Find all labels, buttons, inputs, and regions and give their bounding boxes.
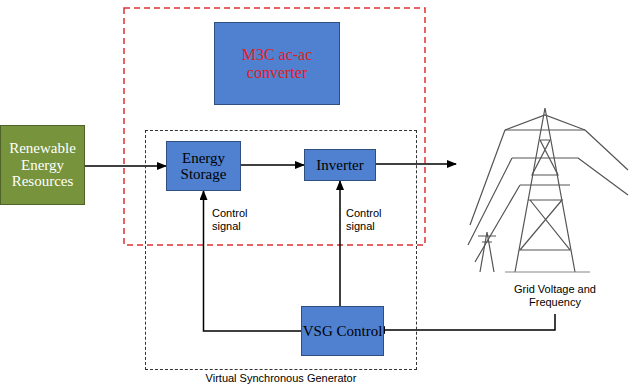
group-title: Virtual Synchronous Generator [146, 372, 416, 384]
box-label: Renewable Energy Resources [1, 140, 84, 190]
feedback-arrow [376, 314, 555, 330]
source-box: Renewable Energy Resources [0, 125, 85, 205]
grid-label: Grid Voltage and Frequency [500, 283, 610, 309]
control-box: VSG Control [301, 306, 384, 356]
box-label: VSG Control [303, 323, 383, 340]
signal-arrow [204, 191, 302, 331]
transmission-tower [468, 108, 628, 272]
box-label: M3C ac-ac converter [215, 46, 339, 81]
signal-arrow [241, 164, 304, 166]
signal-label: Control signal [346, 207, 396, 233]
vsg-group: Virtual Synchronous GeneratorEnergy Stor… [145, 130, 417, 370]
box-label: Inverter [316, 157, 363, 174]
converter-box: M3C ac-ac converter [214, 22, 340, 105]
signal-arrow [85, 165, 166, 167]
box-label: Energy Storage [167, 150, 240, 183]
signal-label: Control signal [212, 207, 262, 233]
output-arrow [375, 163, 456, 165]
m3c-region [124, 8, 425, 245]
inverter-box: Inverter [304, 149, 376, 181]
storage-box: Energy Storage [166, 141, 241, 191]
signal-arrow [339, 181, 341, 306]
